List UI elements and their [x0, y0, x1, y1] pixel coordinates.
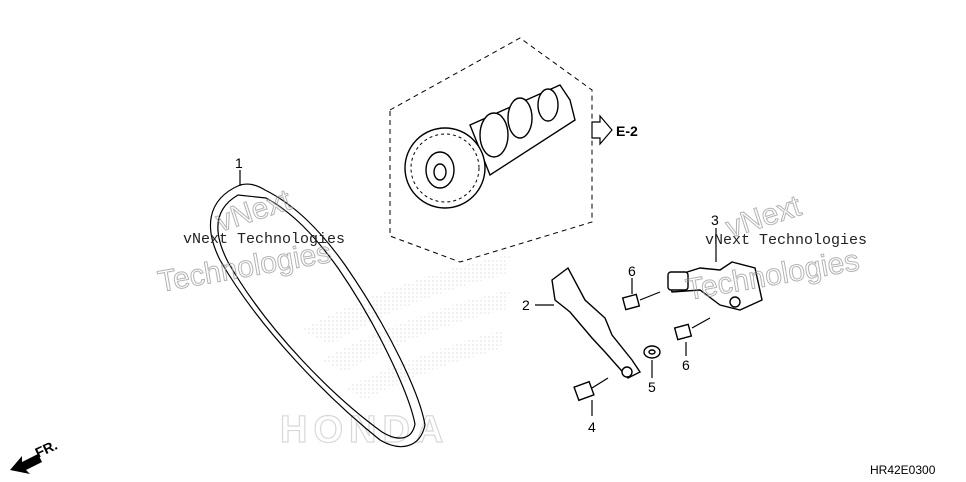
- reference-arrow-icon: [591, 114, 613, 146]
- tensioner-lifter: 3: [667, 212, 763, 311]
- brand-wing-logo: HONDA: [279, 255, 510, 452]
- callout-5: 5: [648, 379, 656, 395]
- callout-6a: 6: [628, 263, 636, 279]
- watermark-big-right: Technologies: [683, 244, 861, 307]
- watermarks: vNext Technologies Technologies vNext vN…: [155, 183, 867, 308]
- camshaft-group: E-2: [389, 37, 638, 263]
- watermark-small-left: vNext Technologies: [183, 231, 345, 248]
- callout-3: 3: [711, 212, 719, 228]
- cam-chain: 1: [209, 155, 426, 448]
- bolt-6-upper: 6: [621, 263, 661, 311]
- callout-4: 4: [588, 419, 596, 435]
- front-direction-marker: FR.: [10, 437, 60, 474]
- camshaft-dashed-frame: [389, 37, 593, 263]
- callout-2: 2: [522, 297, 530, 313]
- front-label: FR.: [33, 437, 60, 461]
- bolt-6-lower: 6: [673, 317, 711, 373]
- tensioner-arm: 2: [522, 266, 642, 379]
- callout-1: 1: [235, 155, 243, 171]
- diagram-code: HR42E0300: [870, 463, 936, 477]
- bolt-4: 4: [573, 377, 609, 435]
- callout-6b: 6: [682, 357, 690, 373]
- reference-label: E-2: [616, 123, 638, 139]
- watermark-small-right: vNext Technologies: [705, 232, 867, 249]
- washer-5: 5: [643, 345, 661, 395]
- front-arrow-icon: [10, 454, 42, 474]
